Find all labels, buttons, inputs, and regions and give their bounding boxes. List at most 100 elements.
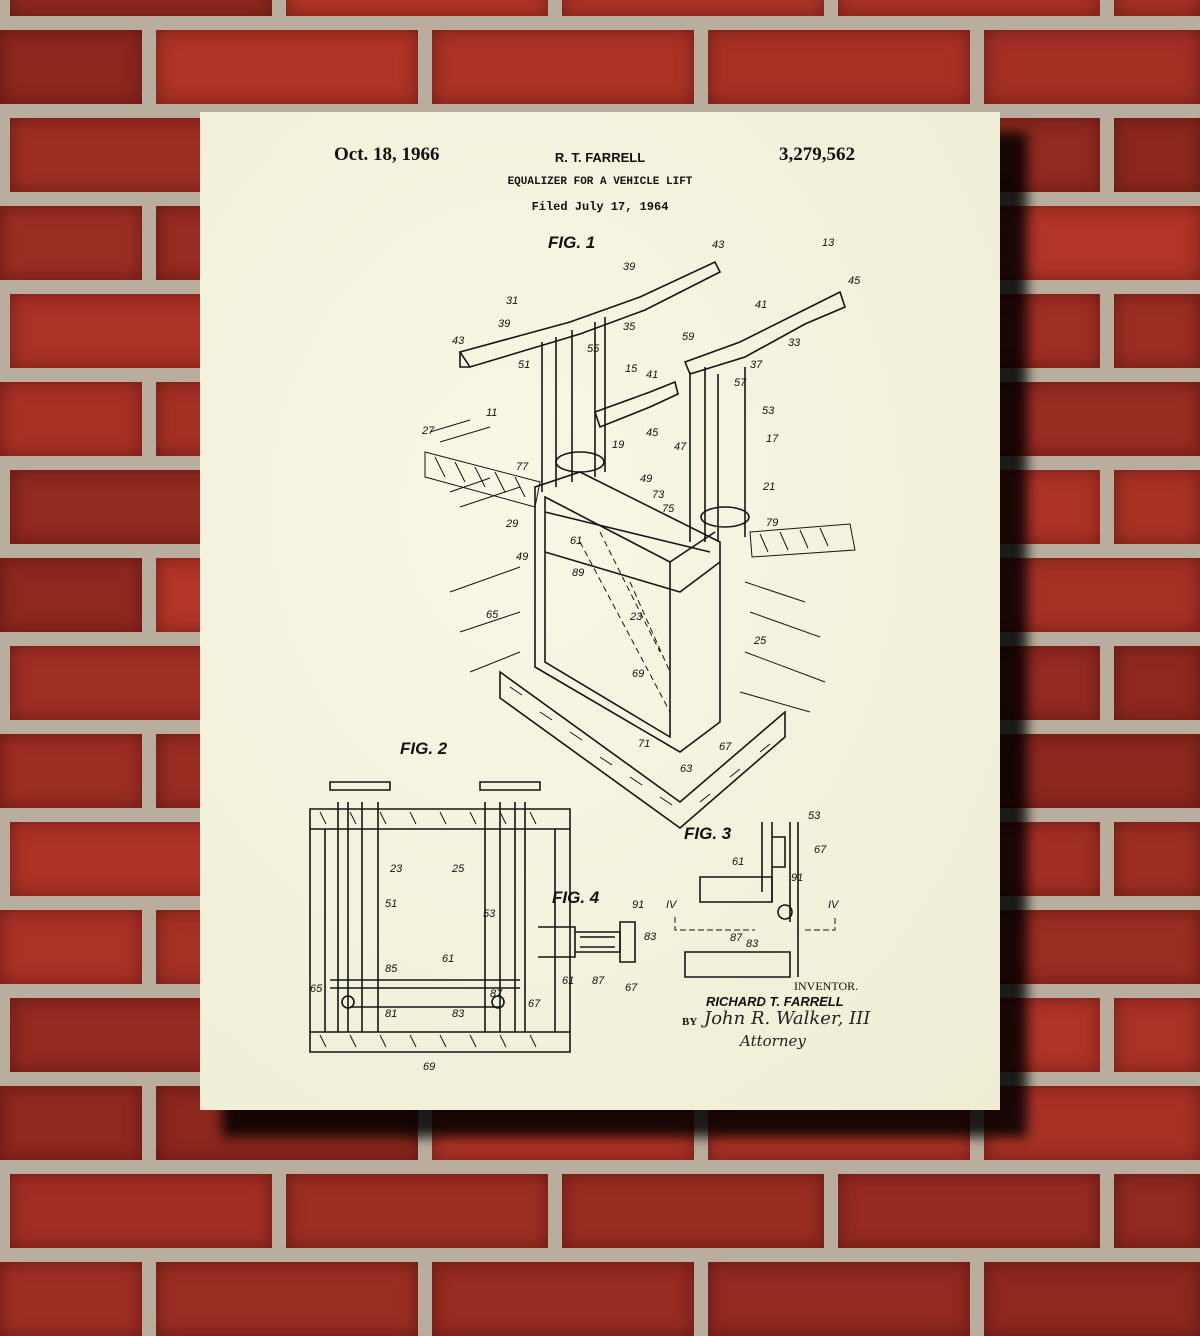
reference-numeral: 87 xyxy=(730,932,743,944)
reference-numeral: 79 xyxy=(766,517,778,529)
reference-numeral: 83 xyxy=(452,1008,465,1020)
brick xyxy=(156,30,418,104)
reference-numeral: 17 xyxy=(766,433,779,445)
reference-numeral: 33 xyxy=(788,337,801,349)
reference-numeral: 45 xyxy=(848,275,861,287)
fig3-drawing: FIG. 3 IV IV xyxy=(666,822,840,978)
reference-numeral: 81 xyxy=(385,1008,397,1020)
brick xyxy=(1114,470,1200,544)
brick xyxy=(0,1086,142,1160)
reference-numeral: 67 xyxy=(719,741,732,753)
brick xyxy=(432,30,694,104)
section-mark-left: IV xyxy=(666,899,678,911)
reference-numeral: 47 xyxy=(674,441,687,453)
patent-number: 3,279,562 xyxy=(779,144,855,165)
reference-numeral: 39 xyxy=(498,318,510,330)
reference-numeral: 91 xyxy=(791,872,803,884)
brick xyxy=(838,0,1100,16)
fig2-drawing: FIG. 2 xyxy=(309,739,571,1053)
reference-numeral: 75 xyxy=(662,503,675,515)
filed-date: Filed July 17, 1964 xyxy=(531,200,669,214)
reference-numeral: 67 xyxy=(625,982,638,994)
section-mark-right: IV xyxy=(828,899,840,911)
attorney-label: Attorney xyxy=(740,1032,806,1050)
inventor-header: R. T. FARRELL xyxy=(554,150,646,165)
brick xyxy=(156,1262,418,1336)
reference-numeral: 63 xyxy=(680,763,693,775)
reference-numeral: 35 xyxy=(623,321,636,333)
brick xyxy=(708,1262,970,1336)
reference-numeral: 87 xyxy=(592,975,605,987)
brick xyxy=(1114,646,1200,720)
brick xyxy=(10,0,272,16)
reference-numeral: 11 xyxy=(486,407,497,419)
reference-numeral: 49 xyxy=(640,473,652,485)
brick xyxy=(0,206,142,280)
brick xyxy=(984,30,1200,104)
reference-numeral: 73 xyxy=(652,489,665,501)
patent-title: EQUALIZER FOR A VEHICLE LIFT xyxy=(507,176,693,188)
by-label: BY xyxy=(682,1016,698,1028)
reference-numeral: 19 xyxy=(612,439,624,451)
fig1-label: FIG. 1 xyxy=(548,233,595,252)
fig1-drawing: FIG. 1 xyxy=(424,233,856,830)
reference-numeral: 43 xyxy=(452,335,465,347)
reference-numeral: 21 xyxy=(762,481,775,493)
reference-numeral: 89 xyxy=(572,567,584,579)
brick xyxy=(1114,998,1200,1072)
reference-numeral: 91 xyxy=(632,899,644,911)
reference-numeral: 55 xyxy=(587,343,600,355)
reference-numeral: 69 xyxy=(423,1061,435,1073)
fig4-drawing: FIG. 4 xyxy=(538,888,636,963)
reference-numeral: 61 xyxy=(442,953,454,965)
reference-numeral: 83 xyxy=(644,931,657,943)
fig3-label: FIG. 3 xyxy=(684,824,732,843)
reference-numeral: 51 xyxy=(518,359,530,371)
brick xyxy=(708,30,970,104)
reference-numeral: 25 xyxy=(451,863,465,875)
brick xyxy=(984,1262,1200,1336)
reference-numeral: 53 xyxy=(808,810,821,822)
inventor-label: INVENTOR. xyxy=(794,979,859,993)
fig4-label: FIG. 4 xyxy=(552,888,600,907)
reference-numeral: 71 xyxy=(638,738,650,750)
reference-numeral: 67 xyxy=(528,998,541,1010)
reference-numeral: 45 xyxy=(646,427,659,439)
reference-numeral: 23 xyxy=(389,863,403,875)
reference-numeral: 59 xyxy=(682,331,694,343)
reference-numeral: 87 xyxy=(490,988,503,1000)
brick xyxy=(0,1262,142,1336)
brick xyxy=(10,1174,272,1248)
brick xyxy=(1114,0,1200,16)
brick xyxy=(1114,822,1200,896)
reference-numeral: 53 xyxy=(483,908,496,920)
reference-numeral: 25 xyxy=(753,635,767,647)
brick xyxy=(1114,118,1200,192)
reference-numeral: 15 xyxy=(625,363,638,375)
reference-numeral: 83 xyxy=(746,938,759,950)
reference-numeral: 53 xyxy=(762,405,775,417)
reference-numeral: 49 xyxy=(516,551,528,563)
attorney-signature: John R. Walker, III xyxy=(704,1008,871,1029)
reference-numeral: 67 xyxy=(814,844,827,856)
brick xyxy=(838,1174,1100,1248)
reference-numeral: 37 xyxy=(750,359,763,371)
brick xyxy=(0,30,142,104)
reference-numeral: 57 xyxy=(734,377,747,389)
reference-numeral: 29 xyxy=(505,518,518,530)
reference-numeral: 13 xyxy=(822,237,835,249)
reference-numeral: 41 xyxy=(755,299,767,311)
reference-numeral: 43 xyxy=(712,239,725,251)
reference-numeral: 31 xyxy=(506,295,518,307)
brick xyxy=(562,0,824,16)
reference-numeral: 51 xyxy=(385,898,397,910)
reference-numeral: 61 xyxy=(562,975,574,987)
fig2-label: FIG. 2 xyxy=(400,739,448,758)
patent-date: Oct. 18, 1966 xyxy=(334,144,440,165)
reference-numeral: 27 xyxy=(421,425,435,437)
fig4-reference-numerals: 91 83 61 87 67 xyxy=(562,899,657,994)
